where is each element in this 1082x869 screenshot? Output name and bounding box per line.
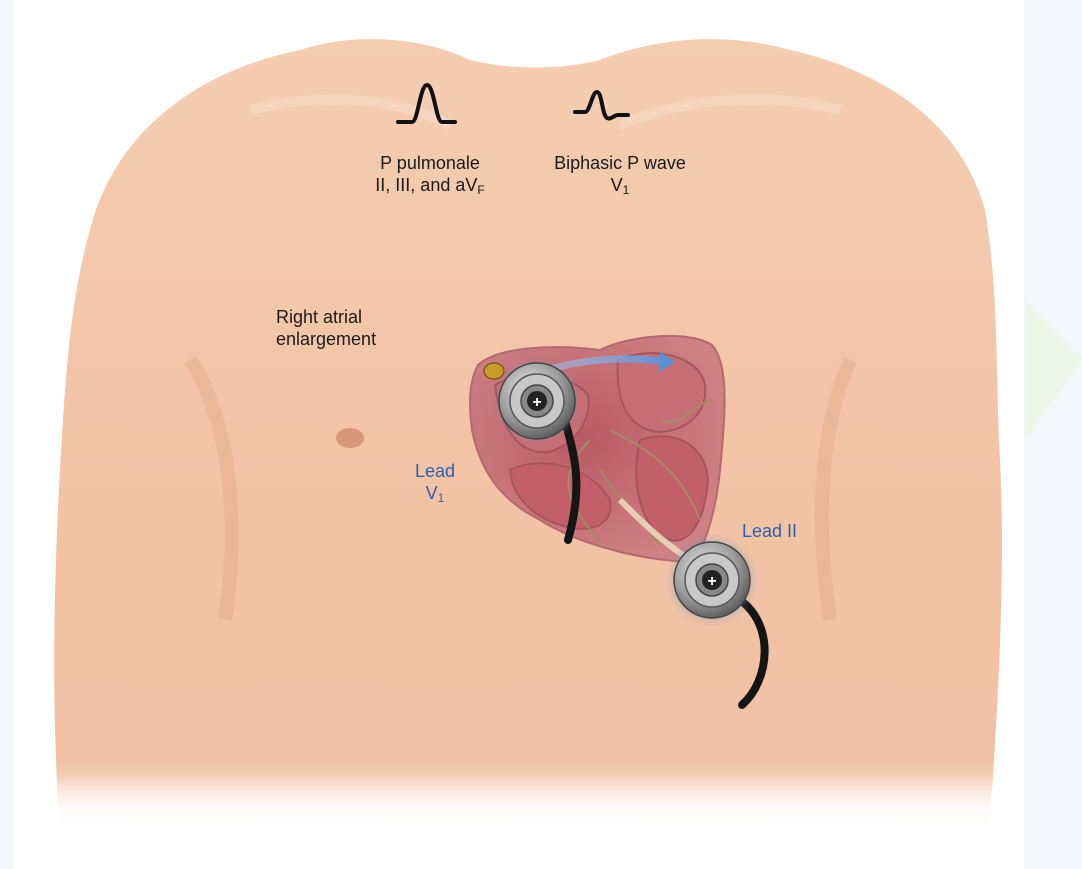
biphasic-title: Biphasic P wave	[520, 152, 720, 174]
lead-v1-plus: +	[532, 394, 541, 411]
p-pulmonale-title: P pulmonale	[340, 152, 520, 174]
lead-v1-electrode: +	[493, 357, 581, 445]
rae-line2: enlargement	[276, 328, 376, 350]
lead-v1-label: Lead V1	[400, 460, 470, 509]
p-pulmonale-label: P pulmonale II, III, and aVF	[340, 152, 520, 201]
nipple	[336, 428, 364, 448]
rae-label: Right atrial enlargement	[276, 306, 376, 350]
bottom-fade	[14, 760, 1024, 869]
lead-ii-label: Lead II	[742, 520, 797, 542]
rae-line1: Right atrial	[276, 306, 376, 328]
p-pulmonale-leads: II, III, and aVF	[340, 174, 520, 201]
lead-ii-electrode: +	[666, 534, 758, 626]
biphasic-lead: V1	[520, 174, 720, 201]
lead-v1-line2: V1	[400, 482, 470, 509]
biphasic-label: Biphasic P wave V1	[520, 152, 720, 201]
decorative-chevron	[1025, 300, 1082, 440]
lead-v1-line1: Lead	[400, 460, 470, 482]
lead-ii-plus: +	[707, 573, 716, 590]
